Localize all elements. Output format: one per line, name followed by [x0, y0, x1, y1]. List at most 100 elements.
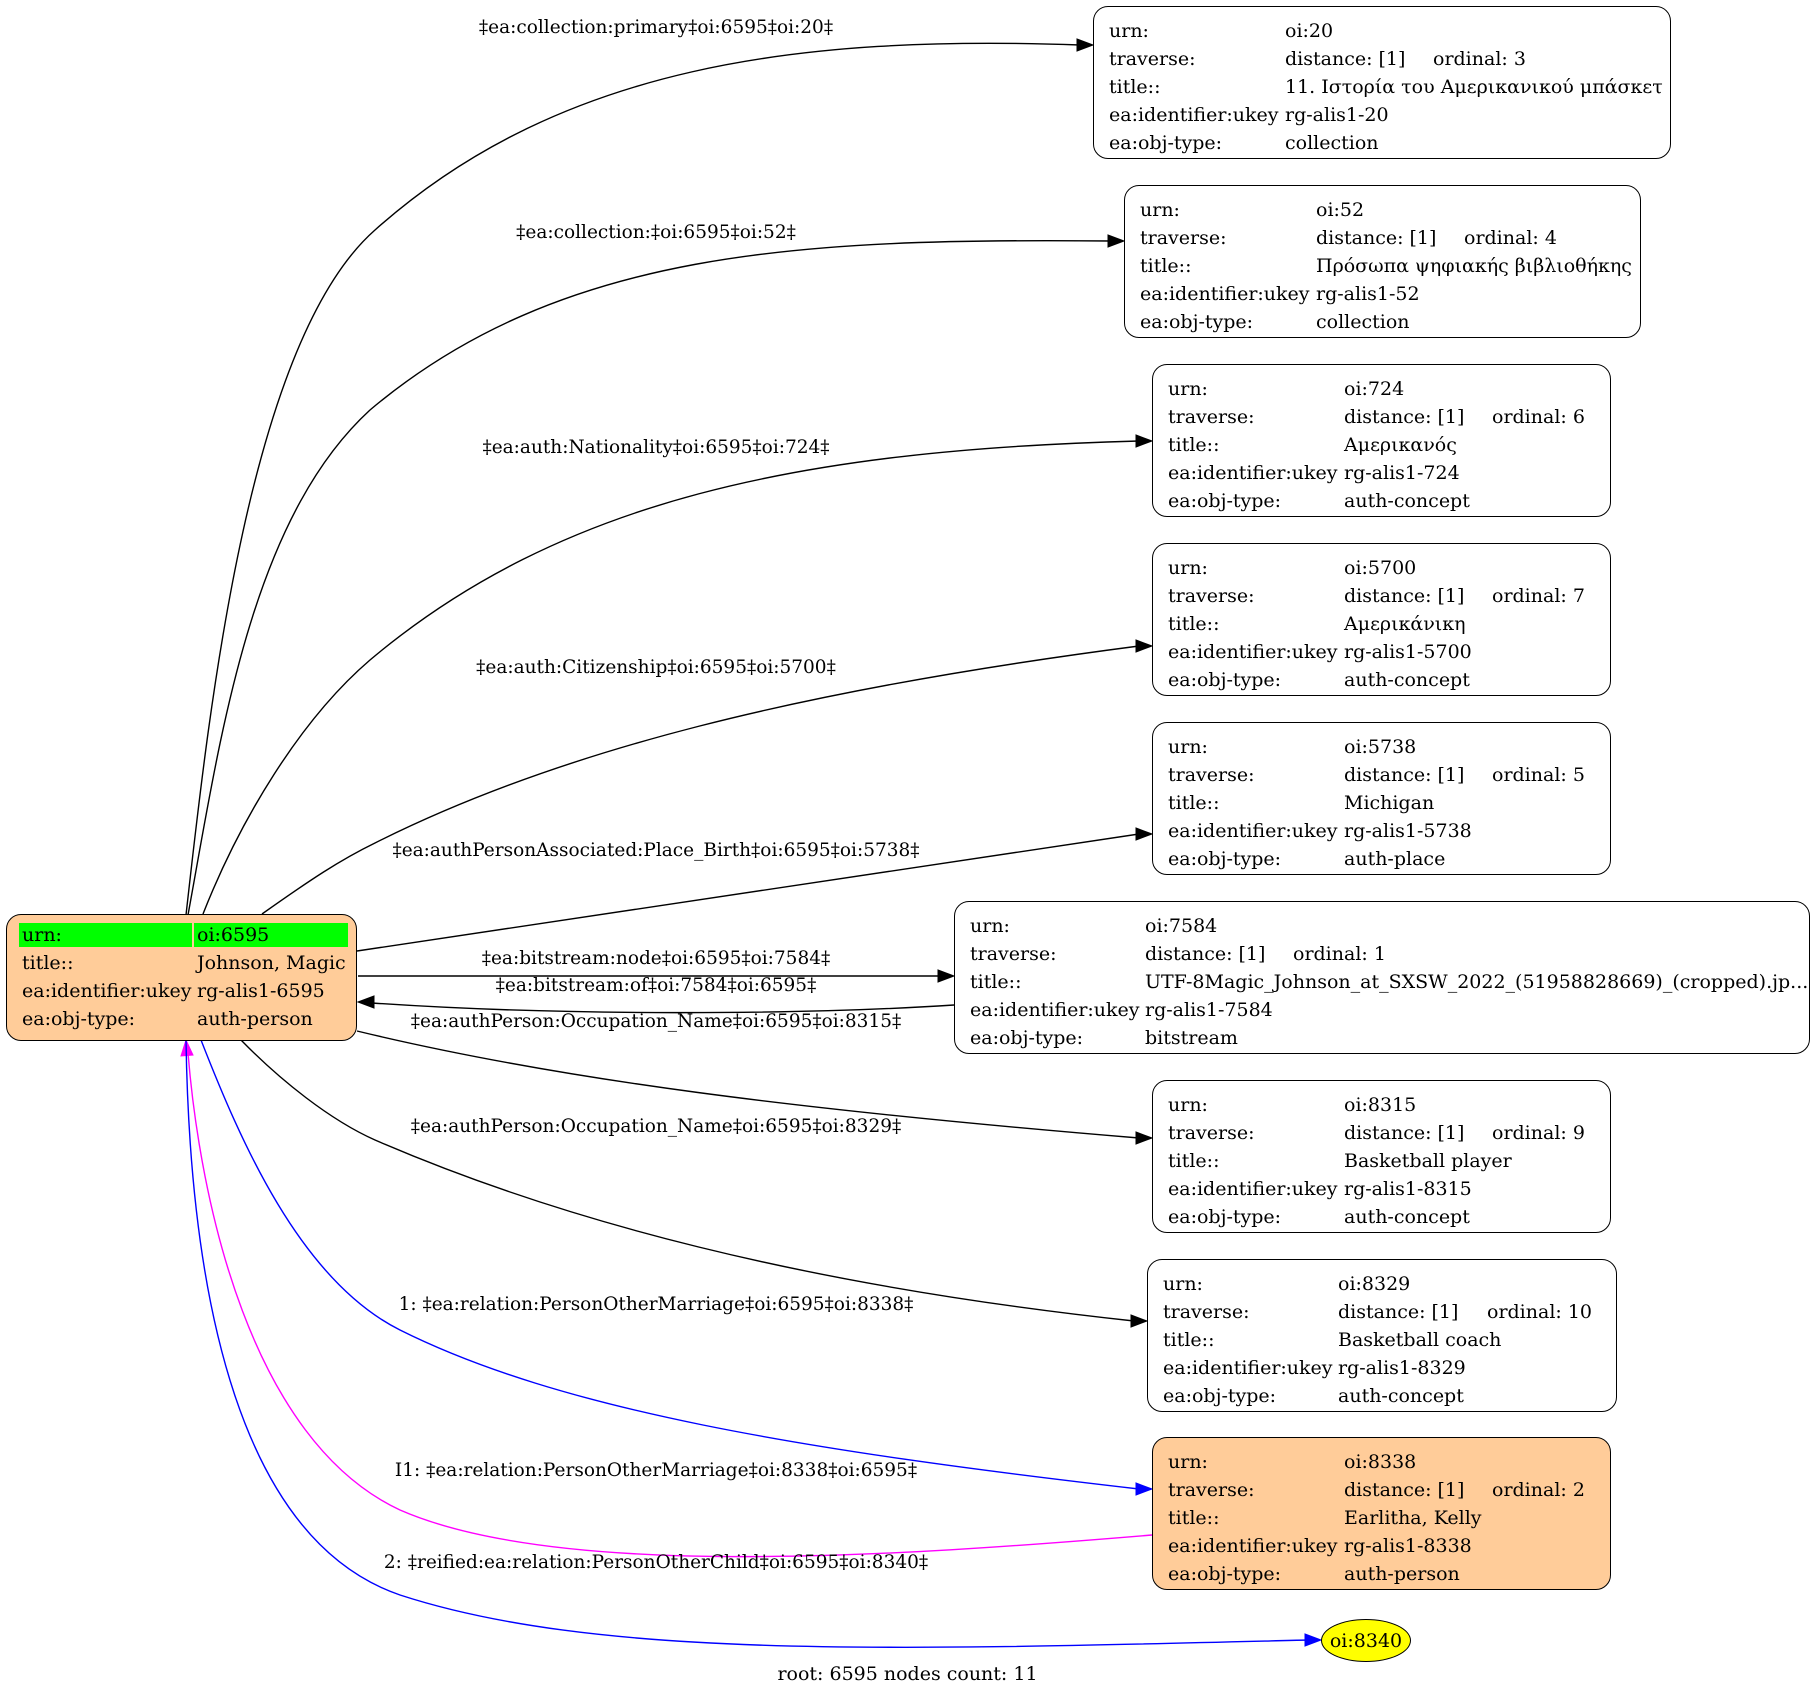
edge-line	[200, 1039, 1140, 1490]
edge-line	[371, 1002, 955, 1014]
edge-arrowhead	[1135, 1482, 1154, 1496]
node-urn-value: oi:5738	[1344, 736, 1417, 758]
node-title-value: Earlitha, Kelly	[1344, 1507, 1482, 1529]
node-traverse-key: traverse:	[1140, 227, 1227, 249]
edge-line	[240, 1039, 1135, 1322]
edge-arrowhead	[1135, 827, 1154, 841]
node-urn-key: urn:	[1168, 378, 1208, 400]
edge-arrowhead	[180, 1038, 194, 1057]
node-title-value: Basketball player	[1344, 1150, 1512, 1172]
node-ordinal-value: ordinal: 4	[1464, 227, 1557, 249]
node-ukey-key: ea:identifier:ukey	[970, 999, 1140, 1021]
edge-label: I1: ‡ea:relation:PersonOtherMarriage‡oi:…	[395, 1460, 917, 1481]
node-objtype-value: auth-concept	[1344, 1206, 1470, 1228]
edge-label: ‡ea:bitstream:node‡oi:6595‡oi:7584‡	[482, 948, 831, 969]
edge-1: ‡ea:collection:primary‡oi:6595‡oi:20‡	[185, 17, 1095, 916]
node-ellipse-oi-8340[interactable]: oi:8340	[1321, 1619, 1411, 1662]
edge-arrowhead	[1076, 38, 1095, 52]
node-title-key: title::	[1168, 1507, 1220, 1529]
node-objtype-key: ea:obj-type:	[970, 1027, 1084, 1049]
node-urn-key: urn:	[1168, 557, 1208, 579]
node-ukey-key: ea:identifier:ukey	[1140, 283, 1310, 305]
edge-4: ‡ea:auth:Citizenship‡oi:6595‡oi:5700‡	[261, 639, 1154, 915]
node-distance-value: distance: [1]	[1344, 764, 1465, 786]
edge-label: 1: ‡ea:relation:PersonOtherMarriage‡oi:6…	[399, 1294, 914, 1315]
node-traverse-key: traverse:	[1163, 1301, 1250, 1323]
node-ukey-key: ea:identifier:ukey	[1168, 820, 1338, 842]
node-traverse-key: traverse:	[1168, 406, 1255, 428]
node-traverse-key: traverse:	[1168, 1479, 1255, 1501]
edge-line	[261, 645, 1140, 915]
node-distance-value: distance: [1]	[1338, 1301, 1459, 1323]
edge-line	[187, 1052, 1153, 1558]
node-traverse-key: traverse:	[1168, 585, 1255, 607]
node-objtype-value: auth-concept	[1344, 490, 1470, 512]
edge-line	[202, 440, 1140, 915]
node-ordinal-value: ordinal: 10	[1487, 1301, 1593, 1323]
node-title-value: Αμερικάνικη	[1344, 613, 1466, 635]
root-ukey-key: ea:identifier:ukey	[22, 980, 192, 1002]
node-distance-value: distance: [1]	[1145, 943, 1266, 965]
node-urn-key: urn:	[1168, 1451, 1208, 1473]
edge-2: ‡ea:collection:‡oi:6595‡oi:52‡	[187, 222, 1126, 916]
node-objtype-key: ea:obj-type:	[1168, 1563, 1282, 1585]
node-title-key: title::	[1168, 434, 1220, 456]
node-ukey-value: rg-alis1-20	[1285, 104, 1389, 126]
node-title-value: Michigan	[1344, 792, 1435, 814]
node-ordinal-value: ordinal: 3	[1433, 48, 1526, 70]
root-urn-value: oi:6595	[194, 923, 348, 947]
node-title-key: title::	[1168, 1150, 1220, 1172]
node-title-value: Αμερικανός	[1344, 434, 1457, 456]
node-distance-value: distance: [1]	[1344, 406, 1465, 428]
node-distance-value: distance: [1]	[1285, 48, 1406, 70]
edge-12: 2: ‡reified:ea:relation:PersonOtherChild…	[185, 1039, 1323, 1648]
edge-line	[187, 239, 1112, 916]
edge-arrowhead	[1107, 234, 1126, 248]
root-title-value: Johnson, Magic	[197, 952, 346, 974]
node-title-value: 11. Ιστορία του Αμερικανικού μπάσκετ	[1285, 76, 1663, 98]
footer-summary: root: 6595 nodes count: 11	[777, 1663, 1038, 1685]
node-objtype-value: auth-concept	[1338, 1385, 1464, 1407]
node-objtype-key: ea:obj-type:	[1140, 311, 1254, 333]
edge-arrowhead	[1135, 434, 1154, 448]
edge-3: ‡ea:auth:Nationality‡oi:6595‡oi:724‡	[202, 434, 1154, 915]
node-ukey-value: rg-alis1-7584	[1145, 999, 1273, 1021]
edge-label: ‡ea:collection:primary‡oi:6595‡oi:20‡	[479, 17, 833, 38]
node-distance-value: distance: [1]	[1316, 227, 1437, 249]
root-objtype-value: auth-person	[197, 1008, 313, 1030]
edge-label: ‡ea:collection:‡oi:6595‡oi:52‡	[516, 222, 796, 243]
node-ukey-value: rg-alis1-8315	[1344, 1178, 1472, 1200]
node-ukey-value: rg-alis1-8329	[1338, 1357, 1466, 1379]
node-ukey-key: ea:identifier:ukey	[1109, 104, 1279, 126]
edge-label: ‡ea:authPerson:Occupation_Name‡oi:6595‡o…	[411, 1011, 901, 1032]
edge-label: ‡ea:bitstream:of‡oi:7584‡oi:6595‡	[496, 975, 817, 996]
node-urn-key: urn:	[1109, 20, 1149, 42]
node-urn-key: urn:	[1168, 736, 1208, 758]
node-ukey-key: ea:identifier:ukey	[1168, 462, 1338, 484]
node-objtype-key: ea:obj-type:	[1168, 669, 1282, 691]
node-title-key: title::	[1168, 613, 1220, 635]
node-ordinal-value: ordinal: 1	[1293, 943, 1386, 965]
edge-line	[185, 1039, 1309, 1648]
node-objtype-key: ea:obj-type:	[1168, 490, 1282, 512]
edge-9: ‡ea:authPerson:Occupation_Name‡oi:6595‡o…	[240, 1039, 1149, 1328]
node-distance-value: distance: [1]	[1344, 585, 1465, 607]
edge-line	[356, 833, 1140, 952]
node-ukey-value: rg-alis1-5700	[1344, 641, 1472, 663]
node-ordinal-value: ordinal: 2	[1492, 1479, 1585, 1501]
node-objtype-key: ea:obj-type:	[1168, 1206, 1282, 1228]
node-ukey-key: ea:identifier:ukey	[1168, 1178, 1338, 1200]
node-urn-value: oi:52	[1316, 199, 1365, 221]
root-node[interactable]: urn: oi:6595 title:: Johnson, Magic ea:i…	[6, 914, 357, 1041]
node-title-value: UTF-8Magic_Johnson_at_SXSW_2022_(5195882…	[1145, 971, 1809, 993]
